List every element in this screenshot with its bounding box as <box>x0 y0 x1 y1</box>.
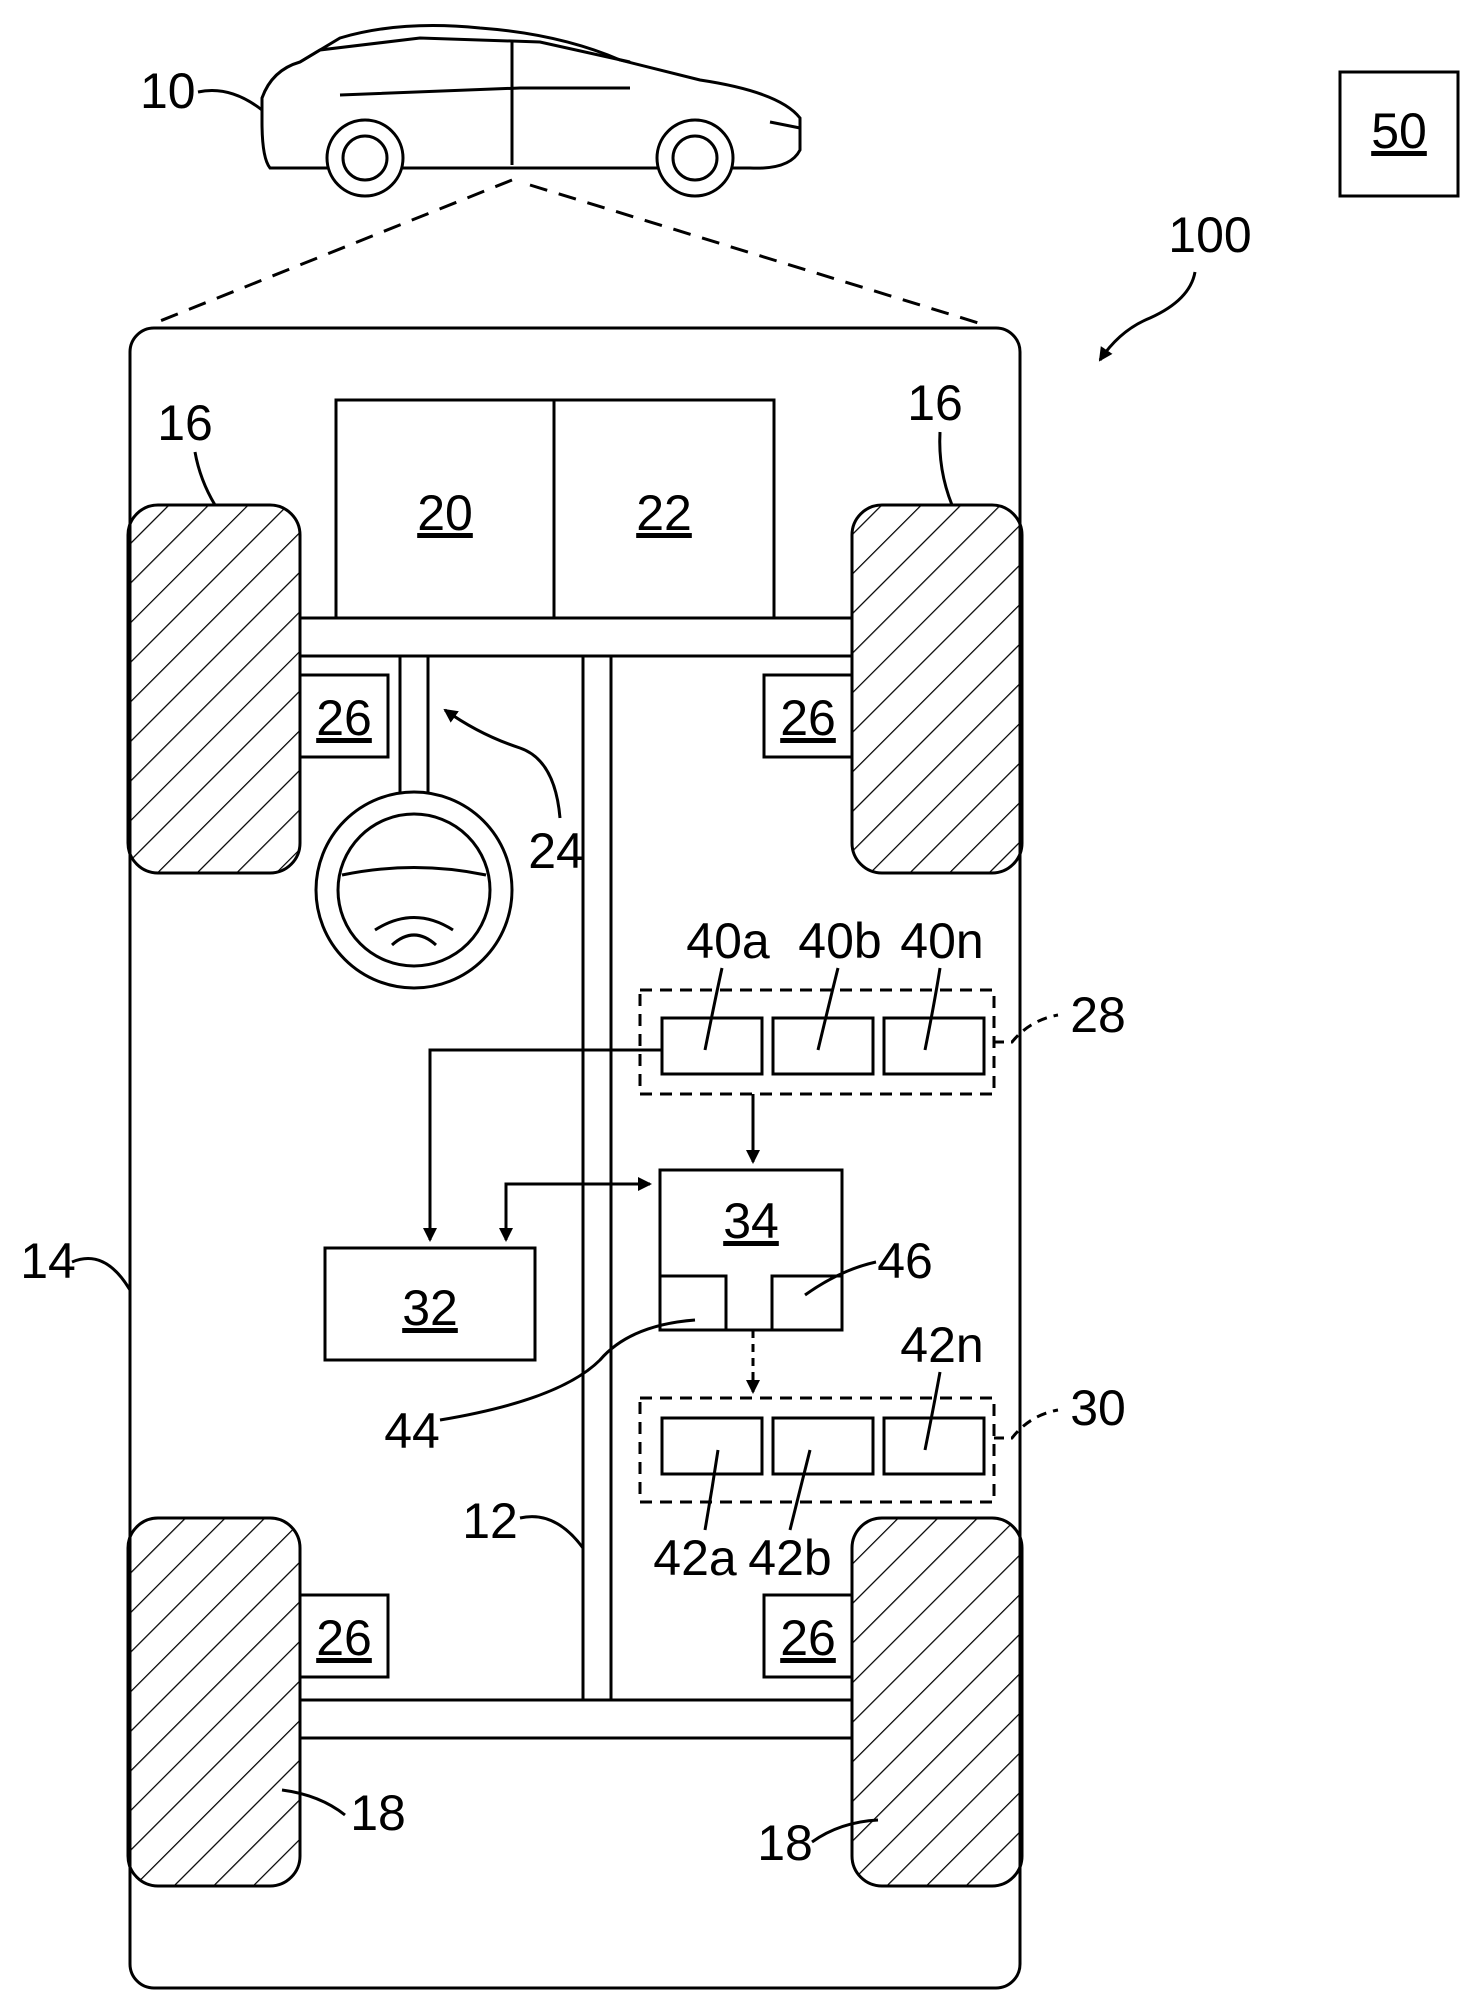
projection-line-right <box>530 185 985 325</box>
rear-left-wheel-label: 18 <box>350 1785 406 1841</box>
body-label: 14 <box>20 1233 76 1289</box>
brake-label-rear-left: 26 <box>316 1610 372 1666</box>
steering-column <box>400 656 428 798</box>
front-axle <box>300 618 852 656</box>
sensor-group-label: 28 <box>1070 987 1126 1043</box>
projection-line-left <box>150 180 512 325</box>
vehicle-drawing <box>262 26 800 196</box>
vehicle-leader <box>198 90 262 110</box>
actuator-42a <box>662 1418 762 1474</box>
steering-label: 24 <box>528 823 584 879</box>
rear-left-wheel <box>128 1518 300 1886</box>
processor-label: 44 <box>384 1403 440 1459</box>
brake-label-rear-right: 26 <box>780 1610 836 1666</box>
sensor-to-box32-arrow <box>430 1050 662 1240</box>
system-label: 100 <box>1168 207 1251 263</box>
actuator-42n-label: 42n <box>900 1317 983 1373</box>
controller-label: 34 <box>723 1193 779 1249</box>
vehicle-label: 10 <box>140 63 196 119</box>
frame-leader <box>520 1517 583 1548</box>
rear-axle <box>300 1700 852 1738</box>
sensor-40b-label: 40b <box>798 913 881 969</box>
sensor-40a <box>662 1018 762 1074</box>
box-20-label: 20 <box>417 485 473 541</box>
frame-rail <box>583 656 611 1700</box>
brake-label-front-right: 26 <box>780 690 836 746</box>
sensor-40a-label: 40a <box>686 913 770 969</box>
box-22-label: 22 <box>636 485 692 541</box>
actuator-42b-label: 42b <box>748 1530 831 1586</box>
rear-right-wheel <box>852 1518 1022 1886</box>
box-32-label: 32 <box>402 1280 458 1336</box>
sensor-group-leader <box>994 1015 1058 1042</box>
front-right-wheel-leader <box>940 432 952 505</box>
remote-box-label: 50 <box>1371 103 1427 159</box>
front-left-wheel <box>128 505 300 873</box>
frame-label: 12 <box>462 1493 518 1549</box>
storage-box <box>772 1276 842 1330</box>
actuator-42b <box>773 1418 873 1474</box>
front-right-wheel <box>852 505 1022 873</box>
system-arrow <box>1100 272 1195 360</box>
actuator-42n <box>884 1418 984 1474</box>
front-left-wheel-leader <box>195 452 215 505</box>
actuator-group-label: 30 <box>1070 1380 1126 1436</box>
steering-arrow <box>445 710 560 818</box>
box32-controller-link <box>506 1184 650 1240</box>
front-left-wheel-label: 16 <box>157 395 213 451</box>
storage-label: 46 <box>877 1233 933 1289</box>
body-leader <box>72 1259 130 1291</box>
actuator-42a-label: 42a <box>653 1530 737 1586</box>
sensor-40n <box>884 1018 984 1074</box>
steering-wheel <box>316 792 512 988</box>
sensor-40n-label: 40n <box>900 913 983 969</box>
front-right-wheel-label: 16 <box>907 375 963 431</box>
rear-right-wheel-label: 18 <box>757 1815 813 1871</box>
actuator-group-leader <box>994 1410 1058 1438</box>
brake-label-front-left: 26 <box>316 690 372 746</box>
